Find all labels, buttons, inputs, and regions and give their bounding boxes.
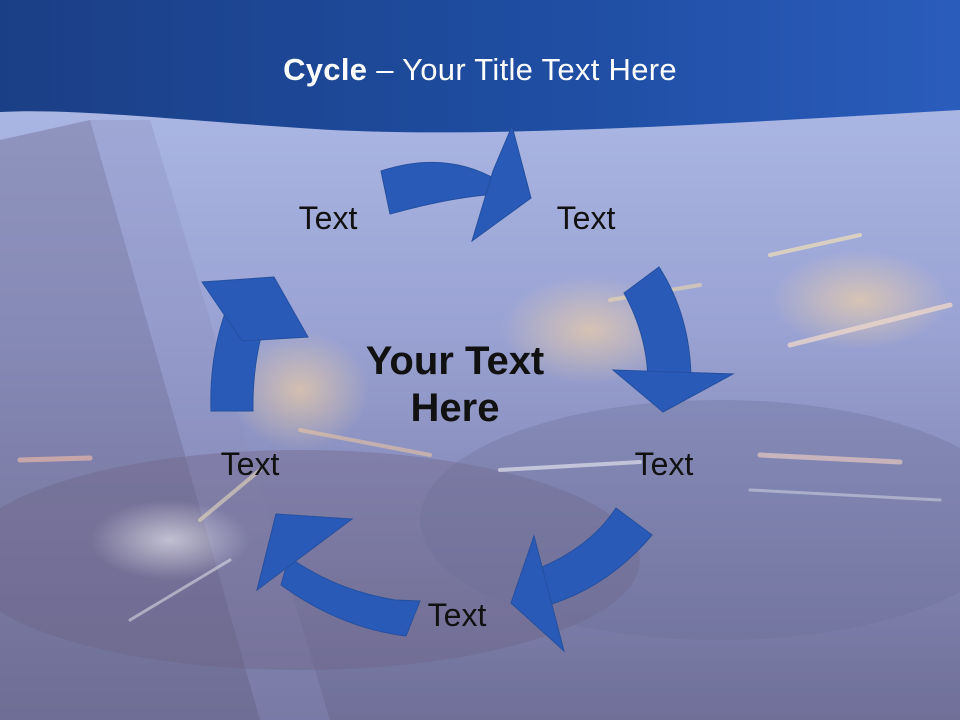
cycle-arrow-bottom-left <box>256 513 421 637</box>
cycle-node-right: Text <box>634 446 694 482</box>
cycle-node-bottom: Text <box>427 597 487 633</box>
slide-title: Cycle – Your Title Text Here <box>0 52 960 88</box>
slide-title-rest: – Your Title Text Here <box>367 52 677 87</box>
center-text-line-1: Your Text <box>365 339 545 383</box>
center-text-line-2: Here <box>410 386 500 430</box>
cycle-arrow-top <box>380 124 532 243</box>
cycle-arrow-left <box>201 276 309 412</box>
cycle-arrow-bottom-right <box>510 507 653 653</box>
cycle-node-top-right: Text <box>556 200 616 236</box>
cycle-node-top-left: Text <box>298 200 358 236</box>
cycle-arrow-right <box>611 266 735 413</box>
slide-title-bold: Cycle <box>283 52 368 87</box>
center-text: Your Text Here <box>330 338 580 432</box>
cycle-node-left: Text <box>220 446 280 482</box>
